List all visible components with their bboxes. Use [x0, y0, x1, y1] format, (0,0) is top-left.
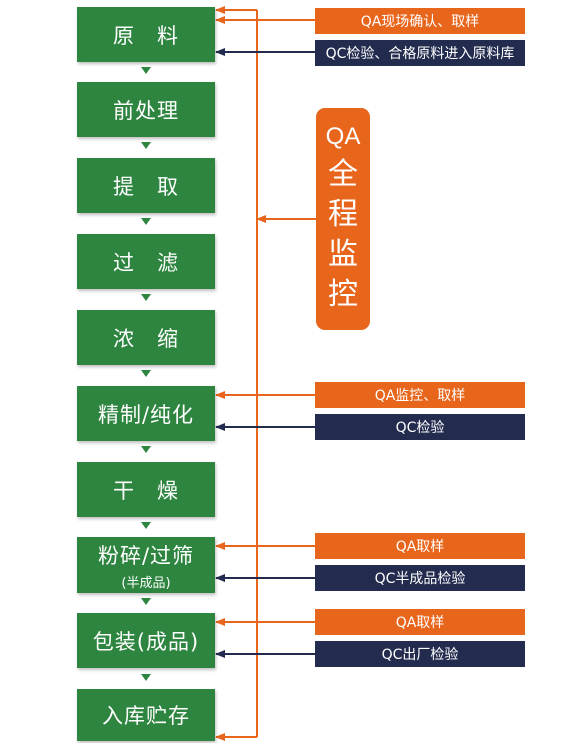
- flow-arrow: [141, 218, 151, 225]
- qc-tag-refining: QC检验: [315, 414, 525, 440]
- qa-tag-refining: QA监控、取样: [315, 382, 525, 408]
- flow-arrow: [141, 142, 151, 149]
- step-label: 精制/纯化: [97, 402, 195, 427]
- step-concentration: 浓 缩: [77, 310, 215, 365]
- step-extraction: 提 取: [77, 158, 215, 213]
- step-label: 干 燥: [113, 478, 179, 503]
- step-filtration: 过 滤: [77, 234, 215, 289]
- step-label: 原 料: [113, 23, 179, 48]
- qa-panel-title: QA: [325, 123, 361, 150]
- flow-arrows: [141, 67, 151, 681]
- flow-arrow: [141, 598, 151, 605]
- flow-arrow: [141, 674, 151, 681]
- step-label: 提 取: [113, 174, 179, 199]
- step-label: 包装(成品): [92, 629, 200, 654]
- qa-panel-char: 程: [328, 197, 358, 232]
- qa-tag-crushing: QA取样: [315, 533, 525, 559]
- step-label: 粉碎/过筛: [97, 543, 195, 568]
- step-sublabel: (半成品): [121, 575, 171, 591]
- step-label: 浓 缩: [113, 326, 179, 351]
- step-label: 入库贮存: [102, 704, 190, 728]
- step-crushing-sieving: 粉碎/过筛 (半成品): [77, 537, 215, 593]
- qa-panel-char: 控: [328, 277, 358, 312]
- step-label: 前处理: [113, 98, 179, 123]
- step-refining-purification: 精制/纯化: [77, 386, 215, 441]
- qc-tag-release: QC出厂检验: [315, 641, 525, 667]
- qa-tag-raw-material: QA现场确认、取样: [315, 8, 525, 34]
- qa-panel-char: 全: [328, 157, 358, 192]
- flow-arrow: [141, 294, 151, 301]
- qa-tag-packaging: QA取样: [315, 609, 525, 635]
- qc-lines: [215, 48, 315, 658]
- step-drying: 干 燥: [77, 462, 215, 517]
- flow-arrow: [141, 522, 151, 529]
- flow-arrow: [141, 446, 151, 453]
- flow-arrow: [141, 370, 151, 377]
- step-warehousing: 入库贮存: [77, 689, 215, 741]
- step-label: 过 滤: [113, 250, 179, 275]
- flow-arrow: [141, 67, 151, 74]
- qc-tag-raw-material: QC检验、合格原料进入原料库: [315, 40, 525, 66]
- step-pretreatment: 前处理: [77, 82, 215, 137]
- qa-monitor-lines: [215, 6, 316, 741]
- qa-panel-char: 监: [328, 237, 358, 272]
- step-packaging: 包装(成品): [77, 613, 215, 668]
- qc-tag-semi-finished: QC半成品检验: [315, 565, 525, 591]
- step-raw-material: 原 料: [77, 7, 215, 62]
- qa-full-monitoring-panel: QA 全 程 监 控: [316, 108, 370, 330]
